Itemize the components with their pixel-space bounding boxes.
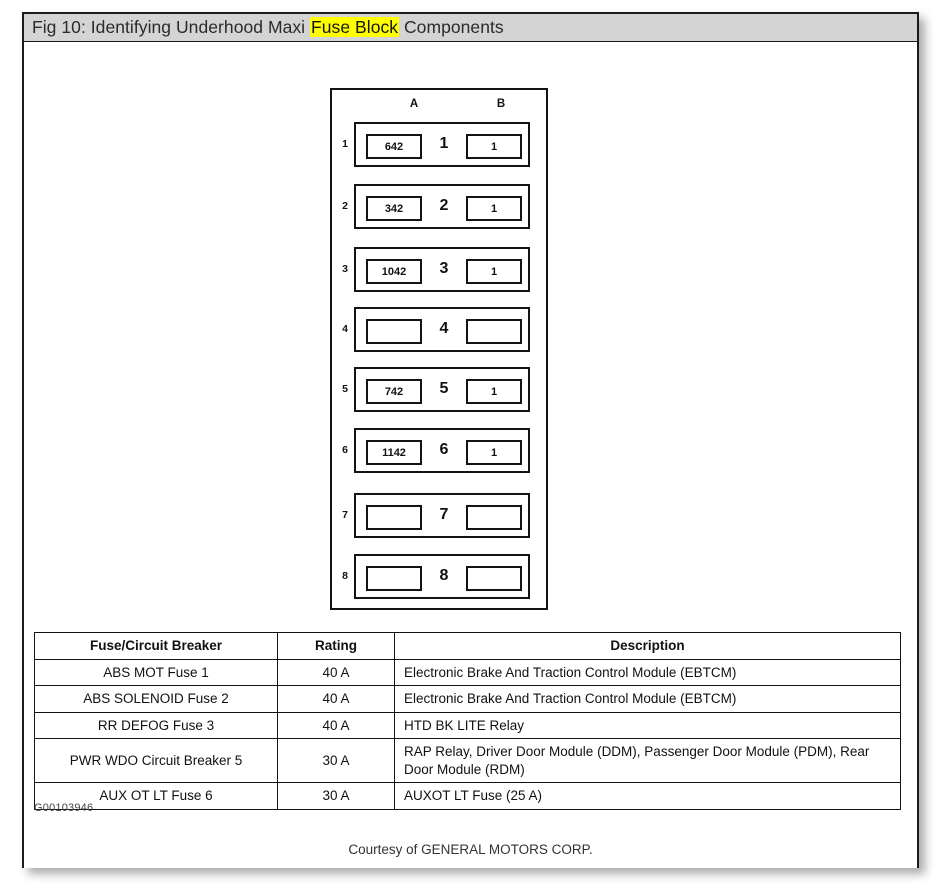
column-header-b: B [496, 98, 506, 110]
fuse-row[interactable]: 2 342 2 1 [342, 184, 530, 229]
fuse-row-index: 4 [342, 323, 348, 335]
column-header-rating: Rating [277, 632, 395, 660]
fuse-row-index: 7 [342, 509, 348, 521]
fuse-row-number: 4 [439, 320, 449, 337]
cell-description: Electronic Brake And Traction Control Mo… [394, 685, 901, 713]
fuse-row-index: 8 [342, 570, 348, 582]
fuse-row-index: 6 [342, 444, 348, 456]
column-header-fuse: Fuse/Circuit Breaker [34, 632, 278, 660]
table-row: RR DEFOG Fuse 3 40 A HTD BK LITE Relay [34, 711, 901, 740]
fuse-row-number: 5 [439, 380, 449, 397]
column-header-desc: Description [394, 632, 901, 660]
fuse-slot-a[interactable] [366, 505, 422, 530]
cell-fuse: ABS MOT Fuse 1 [34, 658, 278, 687]
fuse-slot-a[interactable]: 1042 [366, 259, 422, 284]
cell-rating: 40 A [277, 711, 395, 740]
fuse-row[interactable]: 3 1042 3 1 [342, 247, 530, 292]
table-row: ABS SOLENOID Fuse 2 40 A Electronic Brak… [34, 685, 901, 713]
courtesy-label: Courtesy of GENERAL MOTORS CORP. [348, 842, 593, 857]
fuse-row[interactable]: 6 1142 6 1 [342, 428, 530, 473]
figure-id-label: G00103946 [34, 802, 94, 814]
fuse-row-number: 8 [439, 567, 449, 584]
table-header-row: Fuse/Circuit Breaker Rating Description [34, 632, 901, 660]
fuse-slot-a[interactable] [366, 566, 422, 591]
fuse-slot-b[interactable] [466, 319, 522, 344]
cell-fuse: ABS SOLENOID Fuse 2 [34, 685, 278, 713]
cell-description: AUXOT LT Fuse (25 A) [394, 782, 901, 810]
fuse-slot-b[interactable]: 1 [466, 379, 522, 404]
column-header-a: A [409, 98, 419, 110]
title-suffix: Components [399, 17, 504, 37]
fuse-specification-table: Fuse/Circuit Breaker Rating Description … [34, 632, 901, 810]
cell-fuse: AUX OT LT Fuse 6 [34, 782, 278, 810]
page-title: Fig 10: Identifying Underhood Maxi Fuse … [32, 17, 504, 38]
fuse-slot-a[interactable]: 1142 [366, 440, 422, 465]
title-prefix: Fig 10: Identifying Underhood Maxi [32, 17, 311, 37]
cell-fuse: PWR WDO Circuit Breaker 5 [34, 738, 278, 784]
fuse-slot-b[interactable]: 1 [466, 134, 522, 159]
fuse-row-number: 3 [439, 260, 449, 277]
cell-description: Electronic Brake And Traction Control Mo… [394, 658, 901, 687]
fuse-slot-a[interactable]: 642 [366, 134, 422, 159]
fuse-block-diagram: A B 1 642 1 1 2 342 2 1 3 1042 [330, 88, 548, 610]
fuse-slot-b[interactable] [466, 505, 522, 530]
fuse-row[interactable]: 7 7 [342, 493, 530, 538]
cell-rating: 30 A [277, 738, 395, 784]
fuse-slot-b[interactable]: 1 [466, 259, 522, 284]
cell-description: HTD BK LITE Relay [394, 711, 901, 740]
fuse-row[interactable]: 5 742 5 1 [342, 367, 530, 412]
cell-rating: 40 A [277, 685, 395, 713]
fuse-row-index: 3 [342, 263, 348, 275]
cell-rating: 30 A [277, 782, 395, 810]
cell-fuse: RR DEFOG Fuse 3 [34, 711, 278, 740]
title-highlight: Fuse Block [310, 17, 400, 37]
cell-rating: 40 A [277, 658, 395, 687]
fuse-row-number: 7 [439, 506, 449, 523]
fuse-row-number: 2 [439, 197, 449, 214]
figure-body: A B 1 642 1 1 2 342 2 1 3 1042 [24, 42, 917, 868]
table-row: PWR WDO Circuit Breaker 5 30 A RAP Relay… [34, 738, 901, 784]
fuse-slot-a[interactable] [366, 319, 422, 344]
fuse-slot-b[interactable] [466, 566, 522, 591]
fuse-row-index: 5 [342, 383, 348, 395]
fuse-row[interactable]: 1 642 1 1 [342, 122, 530, 167]
document-panel: Fig 10: Identifying Underhood Maxi Fuse … [22, 12, 919, 868]
table-row: ABS MOT Fuse 1 40 A Electronic Brake And… [34, 658, 901, 687]
fuse-slot-b[interactable]: 1 [466, 196, 522, 221]
fuse-row-index: 1 [342, 138, 348, 150]
table-row: AUX OT LT Fuse 6 30 A AUXOT LT Fuse (25 … [34, 782, 901, 810]
fuse-row-number: 1 [439, 135, 449, 152]
fuse-row[interactable]: 8 8 [342, 554, 530, 599]
fuse-row[interactable]: 4 4 [342, 307, 530, 352]
fuse-slot-a[interactable]: 742 [366, 379, 422, 404]
fuse-slot-a[interactable]: 342 [366, 196, 422, 221]
fuse-row-index: 2 [342, 200, 348, 212]
fuse-slot-b[interactable]: 1 [466, 440, 522, 465]
cell-description: RAP Relay, Driver Door Module (DDM), Pas… [394, 738, 901, 784]
fuse-row-number: 6 [439, 441, 449, 458]
diagram-column-headers: A B [332, 98, 546, 114]
figure-title-bar: Fig 10: Identifying Underhood Maxi Fuse … [24, 14, 917, 42]
